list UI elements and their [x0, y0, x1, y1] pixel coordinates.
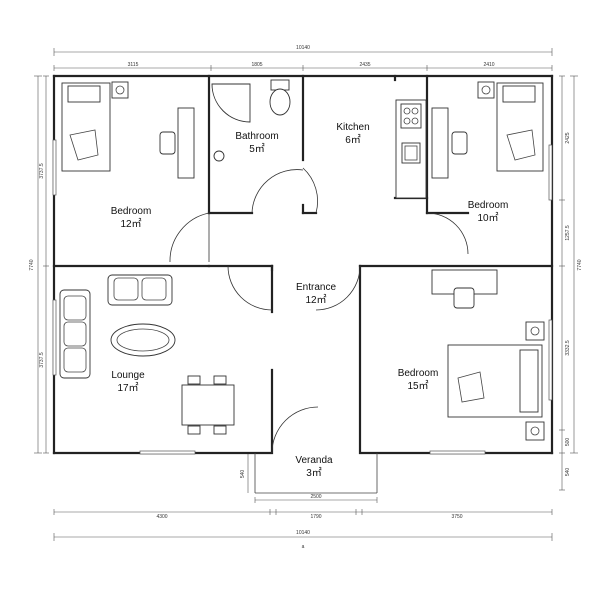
bed-nw — [61, 81, 129, 172]
dimension-top-segments: 3115 1805 2435 2410 — [53, 62, 553, 71]
dim-label-top-total: 10140 — [296, 45, 310, 51]
room-name: Veranda — [295, 455, 333, 466]
dim-label-bottom-total: 10140 — [296, 530, 310, 536]
room-area: 6㎡ — [345, 134, 361, 146]
room-entrance: Entrance 12㎡ — [296, 282, 336, 306]
dim-label-bottom-seg-1: 4300 — [156, 514, 167, 520]
room-area: 10㎡ — [477, 212, 498, 224]
kitchen-fixtures — [395, 99, 427, 199]
dim-label-left-seg-2: 3737.5 — [39, 352, 45, 368]
dimension-bottom-segments: 4300 1790 3750 — [53, 509, 553, 520]
dimension-right-segments: 2425 1257.5 3332.5 500 540 — [559, 75, 571, 491]
desk-nw — [159, 107, 195, 179]
room-name: Bedroom — [111, 206, 152, 217]
room-bedroom-nw: Bedroom 12㎡ — [111, 206, 152, 230]
dim-label-left-total: 7740 — [29, 259, 35, 270]
dim-label-veranda-width: 2500 — [310, 494, 321, 500]
dimension-left-total: 7740 — [29, 75, 42, 454]
bathroom-fixtures — [211, 79, 291, 162]
dining-table — [181, 375, 235, 435]
dim-label-top-seg-4: 2410 — [483, 62, 494, 68]
room-bedroom-ne: Bedroom 10㎡ — [468, 200, 509, 224]
room-bathroom: Bathroom 5㎡ — [235, 131, 278, 155]
room-name: Kitchen — [336, 122, 369, 133]
bed-ne — [477, 81, 544, 172]
room-name: Lounge — [111, 370, 145, 381]
footnote-label: a — [302, 544, 305, 550]
door-swings — [169, 167, 469, 454]
dimension-top-total: 10140 — [53, 45, 553, 56]
dim-label-right-seg-2: 1257.5 — [565, 225, 571, 241]
desk-se — [431, 269, 498, 309]
dim-label-right-seg-4: 500 — [565, 438, 571, 447]
dim-label-veranda-depth: 540 — [240, 470, 246, 479]
dimension-veranda: 2500 540 — [240, 453, 378, 503]
room-name: Bedroom — [398, 368, 439, 379]
room-bedroom-se: Bedroom 15㎡ — [398, 368, 439, 392]
dim-label-top-seg-1: 3115 — [128, 62, 139, 68]
room-area: 15㎡ — [407, 380, 428, 392]
room-name: Bathroom — [235, 131, 278, 142]
coffee-table — [110, 323, 176, 357]
room-area: 17㎡ — [117, 382, 138, 394]
dim-label-right-seg-1: 2425 — [565, 132, 571, 143]
room-area: 5㎡ — [249, 143, 265, 155]
dim-label-left-seg-1: 3737.5 — [39, 163, 45, 179]
room-name: Entrance — [296, 282, 336, 293]
room-area: 3㎡ — [306, 467, 322, 479]
dim-label-top-seg-3: 2435 — [359, 62, 370, 68]
room-area: 12㎡ — [120, 218, 141, 230]
dim-label-top-seg-2: 1805 — [251, 62, 262, 68]
room-kitchen: Kitchen 6㎡ — [336, 122, 369, 146]
room-area: 12㎡ — [305, 294, 326, 306]
dim-label-right-seg-3: 3332.5 — [565, 340, 571, 356]
dim-label-right-veranda: 540 — [565, 468, 571, 477]
interior-walls — [52, 74, 554, 494]
room-lounge: Lounge 17㎡ — [111, 370, 145, 394]
room-veranda: Veranda 3㎡ — [295, 455, 333, 479]
dimension-bottom-total: 10140 — [53, 530, 553, 541]
sofa-lounge-top — [107, 274, 173, 306]
bed-se — [447, 321, 545, 441]
dim-label-bottom-seg-2: 1790 — [310, 514, 321, 520]
room-name: Bedroom — [468, 200, 509, 211]
dim-label-bottom-seg-3: 3750 — [451, 514, 462, 520]
windows — [52, 139, 553, 455]
sofa-lounge-left — [59, 289, 91, 379]
dim-label-right-total: 7740 — [577, 259, 583, 270]
dimension-right-total: 7740 — [570, 75, 583, 454]
desk-ne — [431, 107, 468, 179]
dimension-left-segments: 3737.5 3737.5 — [39, 75, 49, 454]
